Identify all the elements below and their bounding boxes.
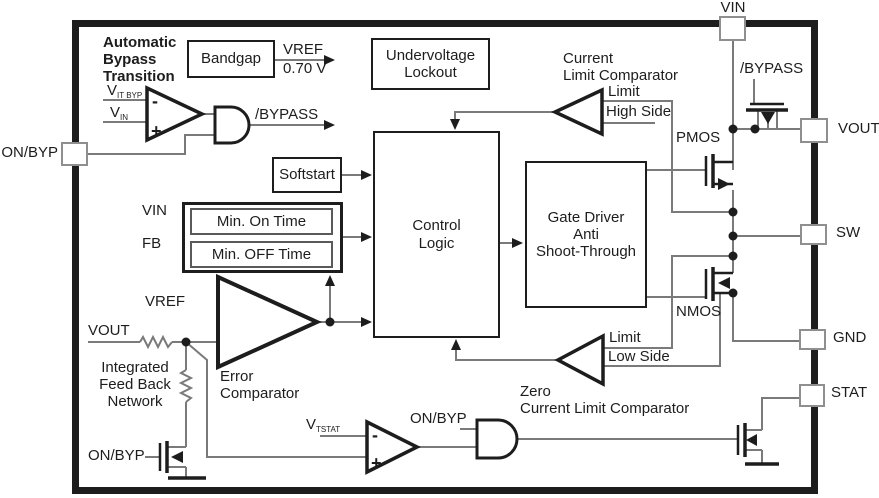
pin-label-gnd: GND <box>833 329 867 346</box>
pmos-arrow <box>718 178 730 190</box>
limit-high-label-2: High Side <box>606 103 672 120</box>
softstart-arrowhead <box>361 170 372 180</box>
junction-dot <box>728 251 738 261</box>
vref-out-label: VREF <box>283 41 324 58</box>
limit-low-label-2: Low Side <box>608 348 670 365</box>
highside-arrowhead <box>450 119 460 130</box>
vout-fb-label: VOUT <box>88 322 130 339</box>
vref-in-label: VREF <box>145 293 186 310</box>
vref-arrowhead <box>324 55 335 65</box>
error-comparator-triangle <box>216 273 322 371</box>
error-up-arrowhead <box>325 275 335 286</box>
on-byp-and-label: ON/BYP <box>410 410 467 427</box>
junction-dot <box>728 288 738 298</box>
pin-gnd <box>799 329 826 350</box>
junction-dot <box>750 124 760 134</box>
nmos-arrow <box>718 277 730 289</box>
pin-label-vout: VOUT <box>838 120 879 137</box>
vin-input-label: VIN <box>142 202 168 219</box>
junction-dot <box>728 124 738 134</box>
junction-dot <box>181 337 191 347</box>
gatedriver-arrowhead <box>512 238 523 248</box>
pin-label-sw: SW <box>836 224 861 241</box>
bypass-and-gate <box>213 105 251 145</box>
error-comparator-label: Error Comparator <box>220 368 300 402</box>
arrows-and-dots <box>171 55 775 463</box>
pin-label-stat: STAT <box>831 384 868 401</box>
v-in-base: V <box>110 104 121 121</box>
pin-on-byp <box>61 142 88 166</box>
bypass-comparator-triangle <box>145 85 207 143</box>
limit-low-label-1: Limit <box>609 329 641 346</box>
junction-dot <box>728 231 738 241</box>
uvlo-block: Undervoltage Lockout <box>371 38 490 90</box>
minus-sign: - <box>372 425 378 445</box>
current-limit-comparator-label: Current Limit Comparator <box>563 50 679 84</box>
fb-input-label: FB <box>142 235 162 252</box>
pin-stat <box>799 384 825 407</box>
pulldown-fet-arrow <box>171 451 183 463</box>
v-in-sub: IN <box>120 113 129 122</box>
softstart-block: Softstart <box>272 157 342 193</box>
v-tstat-sub: TSTAT <box>316 425 341 434</box>
mosfet-symbols <box>158 102 788 480</box>
pmos-label: PMOS <box>676 129 721 146</box>
min-off-time-block: Min. OFF Time <box>190 241 333 268</box>
pin-label-vin: VIN <box>720 0 746 16</box>
bandgap-block: Bandgap <box>187 40 275 78</box>
v-tstat-base: V <box>306 416 317 433</box>
stat-and-gate <box>475 418 519 460</box>
wires <box>88 41 800 478</box>
stat-comparator-triangle <box>365 419 421 475</box>
v-tstat-label: VTSTAT <box>306 416 341 435</box>
junction-dot <box>728 207 738 217</box>
zero-current-limit-label: Zero Current Limit Comparator <box>520 383 690 417</box>
bypass-fet-arrow <box>761 112 775 124</box>
comparator-shapes <box>145 85 605 475</box>
on-byp-gate-label: ON/BYP <box>88 447 145 464</box>
pin-vout <box>800 118 828 143</box>
bypass-out-label: /BYPASS <box>255 106 319 123</box>
mintime-arrowhead <box>361 232 372 242</box>
pin-vin <box>719 16 746 41</box>
bypass-arrowhead <box>324 120 335 130</box>
v-itbyp-base: V <box>107 82 118 99</box>
v-itbyp-sub: IT BYP <box>117 91 143 100</box>
min-on-time-block: Min. On Time <box>190 208 333 235</box>
high-side-comparator-triangle <box>550 87 604 137</box>
auto-bypass-title: Automatic Bypass Transition <box>103 34 177 85</box>
plus-sign: + <box>151 121 162 141</box>
v-in-label: VIN <box>110 104 129 123</box>
low-side-comparator-triangle <box>554 333 605 387</box>
feedback-network-label: Integrated Feed Back Network <box>99 359 171 410</box>
nmos-label: NMOS <box>676 303 721 320</box>
vref-value-label: 0.70 V <box>283 60 327 77</box>
error-arrowhead <box>361 317 372 327</box>
bypass-gate-label: /BYPASS <box>740 60 804 77</box>
pin-sw <box>800 224 827 245</box>
limit-high-label-1: Limit <box>608 83 640 100</box>
control-logic-block: Control Logic <box>373 131 500 338</box>
chip-boundary <box>72 20 818 494</box>
plus-sign: + <box>371 453 382 473</box>
v-itbyp-label: VIT BYP <box>107 82 143 101</box>
pin-label-on-byp: ON/BYP <box>1 144 58 161</box>
lowside-arrowhead <box>451 339 461 350</box>
gate-driver-block: Gate Driver Anti Shoot-Through <box>525 161 647 308</box>
junction-dot <box>325 317 335 327</box>
stat-fet-arrow <box>746 434 757 446</box>
comparator-signs: - + - + <box>151 91 382 473</box>
minus-sign: - <box>152 91 158 111</box>
